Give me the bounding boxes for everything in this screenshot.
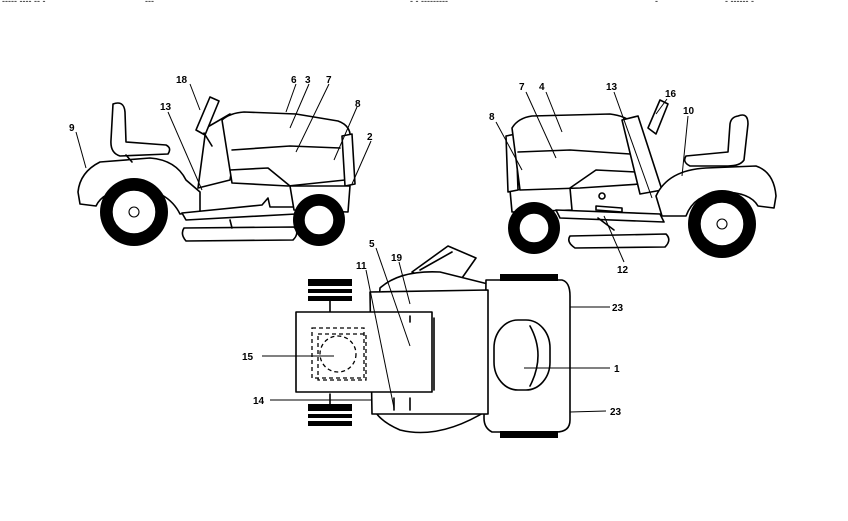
header-fragment: - - ---------: [410, 0, 448, 6]
callout-14: 14: [253, 396, 265, 407]
mower-deck: [181, 226, 298, 242]
steering-wheel: [195, 96, 220, 136]
leader-2: [351, 140, 372, 185]
callout-18: 18: [176, 75, 188, 86]
front-tire-bottom: [500, 431, 558, 438]
tire-tread: [308, 418, 352, 421]
front-grille: [341, 133, 356, 187]
callout-23-top: 23: [612, 303, 624, 314]
leader-3: [289, 83, 310, 129]
callout-16: 16: [665, 89, 677, 100]
lever-knob: [598, 192, 606, 200]
header-fragment: - ------ -: [725, 0, 754, 6]
left-side-view: 18 6 3 7 8 13 9 2: [69, 75, 373, 246]
seat: [683, 114, 749, 167]
hood-panel-line: [231, 145, 341, 151]
rear-tire-top: [308, 279, 352, 301]
deck-link: [229, 219, 233, 229]
leader-9: [75, 131, 87, 169]
callout-23-bottom: 23: [610, 407, 622, 418]
rear-tire-bottom: [308, 404, 352, 426]
lift-lever: [595, 205, 623, 213]
callout-4: 4: [539, 82, 545, 93]
steering-wheel-top: [493, 319, 551, 391]
callout-12: 12: [617, 265, 629, 276]
leader-5: [375, 247, 411, 347]
running-board: [555, 209, 665, 223]
rear-hub-cap: [716, 218, 728, 230]
header-fragment: ----- ---- -- -: [2, 0, 45, 6]
front-tire-top: [500, 274, 558, 281]
callout-13: 13: [606, 82, 618, 93]
header-fragments: ----- ---- -- - --- - - --------- - - --…: [2, 0, 754, 6]
mower-deck: [568, 233, 670, 249]
decal-outline-inner: [311, 327, 365, 379]
callout-13: 13: [160, 102, 172, 113]
steering-column: [203, 132, 213, 147]
leader-4: [545, 91, 563, 133]
front-wheel-hub: [518, 212, 550, 244]
callout-7: 7: [326, 75, 332, 86]
decal-outline-offset: [317, 333, 367, 381]
lever-link: [597, 217, 615, 231]
callout-11: 11: [356, 261, 367, 272]
rear-wheel-hub: [111, 189, 157, 235]
hood-side-line: [229, 167, 291, 187]
leader-16: [655, 98, 668, 115]
leader-6: [285, 83, 297, 113]
leader-11: [365, 269, 395, 409]
front-wheel-hub: [303, 204, 335, 236]
callout-6: 6: [291, 75, 297, 86]
callout-19: 19: [391, 253, 403, 264]
header-fragment: -: [655, 0, 658, 6]
callout-8: 8: [489, 112, 495, 123]
callout-3: 3: [305, 75, 311, 86]
leader-10: [681, 115, 689, 177]
tire-tread: [308, 411, 352, 414]
right-side-view: 7 4 13 16 8 10 12: [489, 82, 777, 276]
callout-2: 2: [367, 132, 373, 143]
callout-8: 8: [355, 99, 361, 110]
rear-deck-top: [295, 311, 433, 393]
leader-8: [333, 106, 358, 161]
leader-18: [189, 83, 201, 111]
rear-wheel-hub: [699, 201, 745, 247]
header-fragment: ---: [145, 0, 154, 6]
callout-10: 10: [683, 106, 695, 117]
chute-line: [419, 251, 453, 271]
leader-8: [495, 121, 523, 171]
callout-9: 9: [69, 123, 75, 134]
tire-tread: [308, 293, 352, 296]
top-view: 5 19 11 15 14 1 23 23: [242, 239, 624, 438]
hood-panel-line: [517, 149, 631, 155]
callout-1: 1: [614, 364, 620, 375]
steering-wheel-rim: [529, 325, 539, 387]
steering-wheel: [647, 99, 669, 135]
tire-tread: [308, 286, 352, 289]
hood-side-line: [569, 169, 637, 189]
rear-hub-cap: [128, 206, 140, 218]
callout-5: 5: [369, 239, 375, 250]
callout-15: 15: [242, 352, 254, 363]
leader-12: [603, 215, 625, 263]
leader-19: [398, 261, 411, 305]
callout-7: 7: [519, 82, 525, 93]
fuel-cap-outline: [319, 335, 357, 373]
leader-13: [613, 91, 653, 199]
leader-13: [167, 111, 203, 191]
leader-7: [295, 83, 330, 153]
leader-7: [525, 91, 557, 159]
seat: [110, 102, 171, 157]
leader-23-bottom: [569, 410, 607, 413]
seat-post: [125, 154, 133, 163]
